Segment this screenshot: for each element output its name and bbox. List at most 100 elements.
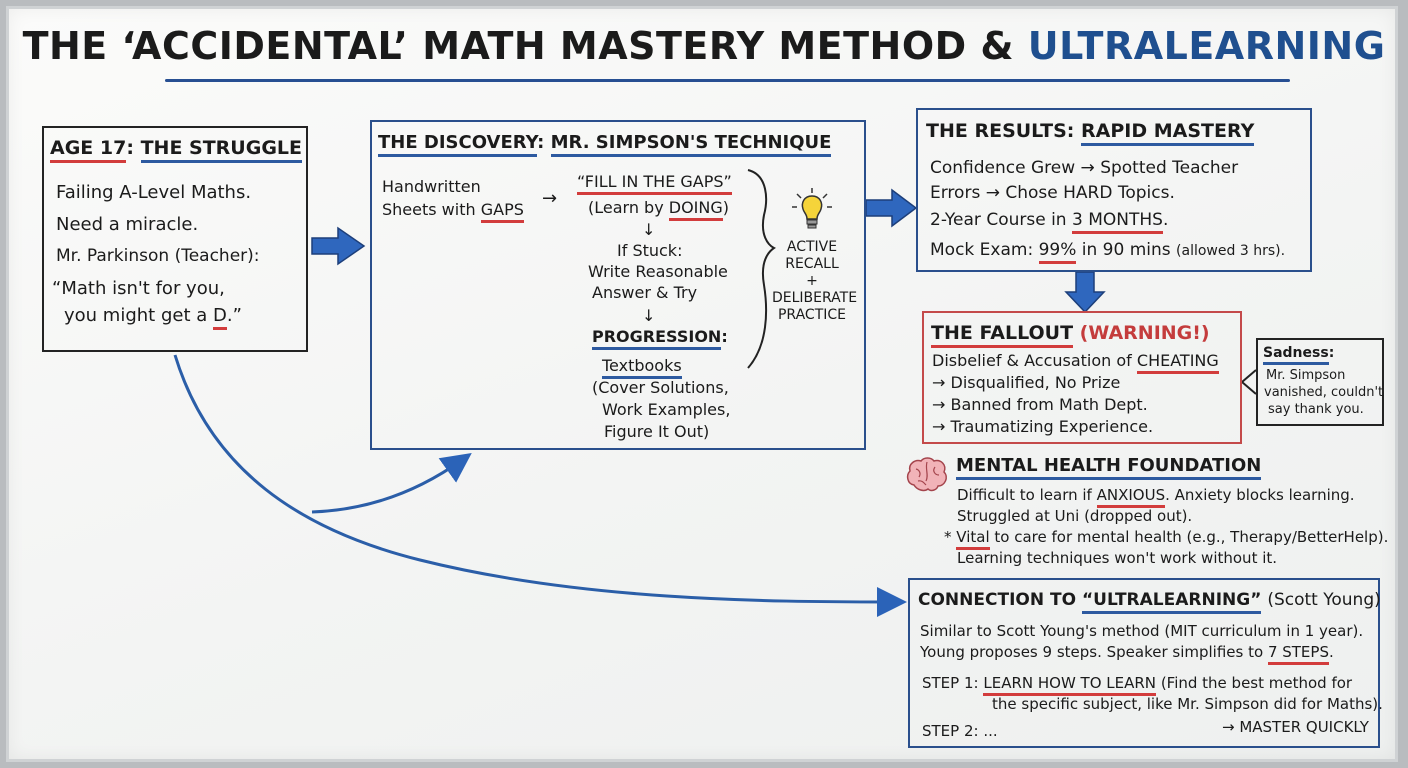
fallout-warning: (WARNING!)	[1079, 322, 1210, 344]
arrow-struggle-to-discovery	[311, 226, 366, 266]
discovery-learn-a: (Learn by	[588, 198, 669, 217]
struggle-heading: AGE 17: THE STRUGGLE	[50, 137, 303, 163]
results-line4: Mock Exam: 99% in 90 mins (allowed 3 hrs…	[930, 240, 1286, 264]
struggle-line4: “Math isn't for you,	[52, 278, 225, 299]
struggle-line5: you might get a D.”	[64, 305, 242, 330]
mental-star: *	[944, 528, 952, 546]
mental-line3: * Vital to care for mental health (e.g.,…	[944, 528, 1389, 550]
results-box: THE RESULTS: RAPID MASTERY Confidence Gr…	[916, 108, 1312, 272]
discovery-box: THE DISCOVERY: MR. SIMPSON'S TECHNIQUE H…	[370, 120, 866, 450]
struggle-title: THE STRUGGLE	[140, 137, 303, 163]
connection-step2: STEP 2: ...	[922, 722, 998, 740]
results-line4a: Mock Exam:	[930, 240, 1039, 260]
sadness-line1: Mr. Simpson	[1266, 368, 1346, 383]
connection-title-c: (Scott Young)	[1267, 590, 1381, 610]
fallout-line3: → Banned from Math Dept.	[932, 395, 1148, 414]
connection-step1-title: LEARN HOW TO LEARN	[983, 674, 1157, 696]
discovery-learn: (Learn by DOING)	[588, 198, 730, 221]
discovery-down1: ↓	[642, 220, 656, 239]
fallout-cheating: CHEATING	[1136, 351, 1219, 374]
page-title: THE ‘ACCIDENTAL’ MATH MASTERY METHOD & U…	[0, 24, 1408, 68]
sadness-heading: Sadness:	[1263, 345, 1334, 365]
mental-line1a: Difficult to learn if	[957, 486, 1097, 504]
discovery-prog3: Work Examples,	[602, 400, 731, 419]
discovery-progression: PROGRESSION:	[592, 327, 728, 350]
sadness-line2: vanished, couldn't	[1264, 385, 1384, 400]
fallout-line1a: Disbelief & Accusation of	[932, 351, 1137, 370]
fallout-line1: Disbelief & Accusation of CHEATING	[932, 351, 1219, 374]
mental-vital: Vital	[956, 528, 990, 550]
discovery-gaps: GAPS	[480, 200, 524, 223]
connection-step1-rest: (Find the best method for	[1160, 674, 1353, 692]
discovery-sheets-2: Sheets with GAPS	[382, 200, 524, 223]
struggle-box: AGE 17: THE STRUGGLE Failing A-Level Mat…	[42, 126, 308, 352]
discovery-stuck2: Write Reasonable	[588, 262, 728, 281]
sadness-title: Sadness	[1263, 345, 1329, 365]
connection-title-a: CONNECTION TO	[918, 590, 1077, 610]
discovery-heading-sep: :	[537, 132, 545, 153]
discovery-stuck3: Answer & Try	[592, 283, 698, 302]
results-line3a: 2-Year Course in	[930, 210, 1072, 230]
discovery-prog1: Textbooks	[602, 356, 682, 379]
connection-line1: Similar to Scott Young's method (MIT cur…	[920, 622, 1364, 640]
discovery-learn-c: )	[722, 198, 730, 217]
discovery-arrow: →	[542, 188, 558, 209]
fallout-line2: → Disqualified, No Prize	[932, 373, 1121, 392]
connection-box: CONNECTION TO “ULTRALEARNING” (Scott You…	[908, 578, 1383, 748]
mental-line1c: . Anxiety blocks learning.	[1165, 486, 1355, 504]
mental-line4: Learning techniques won't work without i…	[957, 549, 1278, 567]
discovery-progression-colon: :	[721, 327, 728, 346]
discovery-bracket	[747, 169, 776, 369]
results-line3c: .	[1162, 210, 1169, 230]
discovery-prog1-text: Textbooks	[602, 356, 682, 379]
results-line1: Confidence Grew → Spotted Teacher	[930, 158, 1239, 178]
discovery-sheets-2a: Sheets with	[382, 200, 481, 219]
results-heading: THE RESULTS: RAPID MASTERY	[926, 120, 1255, 146]
discovery-side5: PRACTICE	[777, 307, 846, 323]
discovery-down2: ↓	[642, 306, 656, 325]
connection-step1-line2: the specific subject, like Mr. Simpson d…	[992, 695, 1383, 713]
struggle-heading-sep: :	[126, 137, 134, 159]
connection-7-steps: 7 STEPS	[1267, 643, 1329, 665]
mental-line3b: to care for mental health (e.g., Therapy…	[989, 528, 1389, 546]
lightbulb-icon	[792, 188, 832, 229]
discovery-progression-text: PROGRESSION	[592, 327, 722, 350]
connection-heading: CONNECTION TO “ULTRALEARNING” (Scott You…	[918, 590, 1381, 614]
sadness-pointer	[1240, 369, 1257, 395]
fallout-heading: THE FALLOUT (WARNING!)	[931, 322, 1210, 348]
connection-step2-result: → MASTER QUICKLY	[1222, 718, 1369, 736]
sadness-box: Sadness: Mr. Simpson vanished, couldn't …	[1256, 338, 1384, 426]
discovery-doing: DOING	[668, 198, 723, 221]
discovery-prog2: (Cover Solutions,	[592, 378, 729, 397]
discovery-fill-text: “FILL IN THE GAPS”	[577, 172, 732, 195]
discovery-prog4: Figure It Out)	[604, 422, 710, 441]
struggle-age: AGE 17	[50, 137, 127, 163]
struggle-line5c: .”	[226, 305, 242, 326]
results-line2: Errors → Chose HARD Topics.	[930, 183, 1175, 203]
mental-line2: Struggled at Uni (dropped out).	[957, 507, 1193, 525]
fallout-box: THE FALLOUT (WARNING!) Disbelief & Accus…	[922, 311, 1242, 444]
struggle-line3: Mr. Parkinson (Teacher):	[56, 246, 260, 266]
struggle-line2: Need a miracle.	[56, 214, 199, 235]
connection-line2: Young proposes 9 steps. Speaker simplifi…	[920, 643, 1334, 665]
results-title-a: THE RESULTS	[926, 120, 1067, 142]
results-title-b: RAPID MASTERY	[1081, 120, 1255, 146]
results-months: 3 MONTHS	[1072, 210, 1163, 234]
struggle-line5a: you might get a	[64, 305, 213, 326]
results-heading-sep: :	[1066, 120, 1075, 142]
arrow-struggle-to-connection	[173, 354, 907, 617]
mental-heading: MENTAL HEALTH FOUNDATION	[956, 455, 1262, 480]
connection-title-b: “ULTRALEARNING”	[1081, 590, 1262, 614]
title-underline	[165, 79, 1290, 82]
connection-line2a: Young proposes 9 steps. Speaker simplifi…	[920, 643, 1268, 661]
struggle-grade: D	[212, 305, 227, 330]
discovery-heading: THE DISCOVERY: MR. SIMPSON'S TECHNIQUE	[378, 132, 832, 157]
results-line4d: (allowed 3 hrs).	[1176, 243, 1286, 259]
brain-icon	[906, 457, 947, 492]
struggle-line1: Failing A-Level Maths.	[56, 182, 252, 203]
mental-title: MENTAL HEALTH FOUNDATION	[956, 455, 1262, 480]
results-line4c: in 90 mins	[1076, 240, 1177, 260]
arrow-discovery-to-results	[865, 188, 918, 228]
mental-line1: Difficult to learn if ANXIOUS. Anxiety b…	[957, 486, 1355, 508]
